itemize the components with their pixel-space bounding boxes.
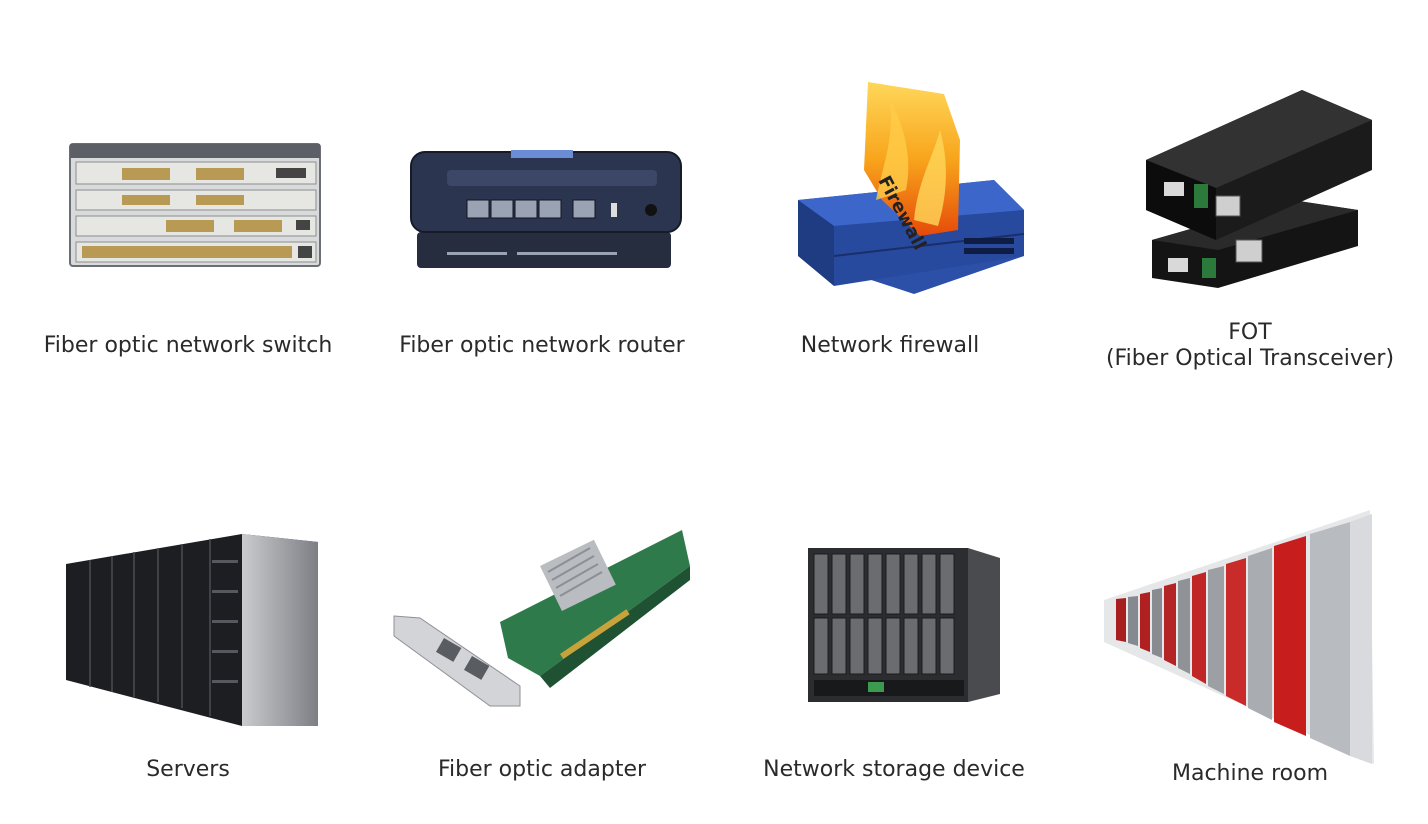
- caption: Machine room: [1172, 761, 1328, 786]
- caption-line-2: (Fiber Optical Transceiver): [1105, 346, 1395, 371]
- caption: Fiber optic network router: [399, 333, 685, 358]
- network-router-icon: [407, 148, 685, 272]
- network-card-icon: [390, 526, 694, 710]
- transceiver-icon: [1132, 90, 1376, 290]
- network-switch-icon: [66, 140, 324, 270]
- caption: Servers: [146, 757, 230, 782]
- server-rack-icon: [62, 530, 322, 730]
- firewall-icon: Firewall: [794, 80, 1026, 296]
- storage-enclosure-icon: [804, 544, 1004, 706]
- caption: Network firewall: [800, 333, 980, 358]
- caption: Fiber optic network switch: [43, 333, 333, 358]
- caption: Network storage device: [763, 757, 1025, 782]
- data-center-icon: [1100, 506, 1378, 768]
- caption: FOT (Fiber Optical Transceiver): [1100, 320, 1400, 372]
- caption-line-1: FOT: [1228, 320, 1272, 345]
- caption: Fiber optic adapter: [437, 757, 647, 782]
